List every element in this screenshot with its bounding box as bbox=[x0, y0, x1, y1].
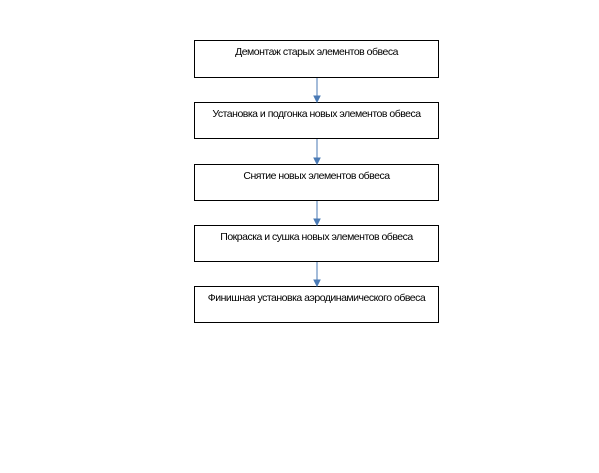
step-box-remove-new: Снятие новых элементов обвеса bbox=[194, 164, 439, 201]
step-box-dismantle: Демонтаж старых элементов обвеса bbox=[194, 40, 439, 78]
step-label: Снятие новых элементов обвеса bbox=[243, 170, 390, 182]
step-box-install-fit: Установка и подгонка новых элементов обв… bbox=[194, 102, 439, 139]
step-label: Установка и подгонка новых элементов обв… bbox=[212, 108, 421, 120]
step-label: Демонтаж старых элементов обвеса bbox=[235, 46, 398, 58]
step-label: Финишная установка аэродинамического обв… bbox=[207, 292, 426, 304]
step-label: Покраска и сушка новых элементов обвеса bbox=[220, 231, 413, 243]
step-box-paint-dry: Покраска и сушка новых элементов обвеса bbox=[194, 225, 439, 262]
step-box-final-install: Финишная установка аэродинамического обв… bbox=[194, 286, 439, 323]
